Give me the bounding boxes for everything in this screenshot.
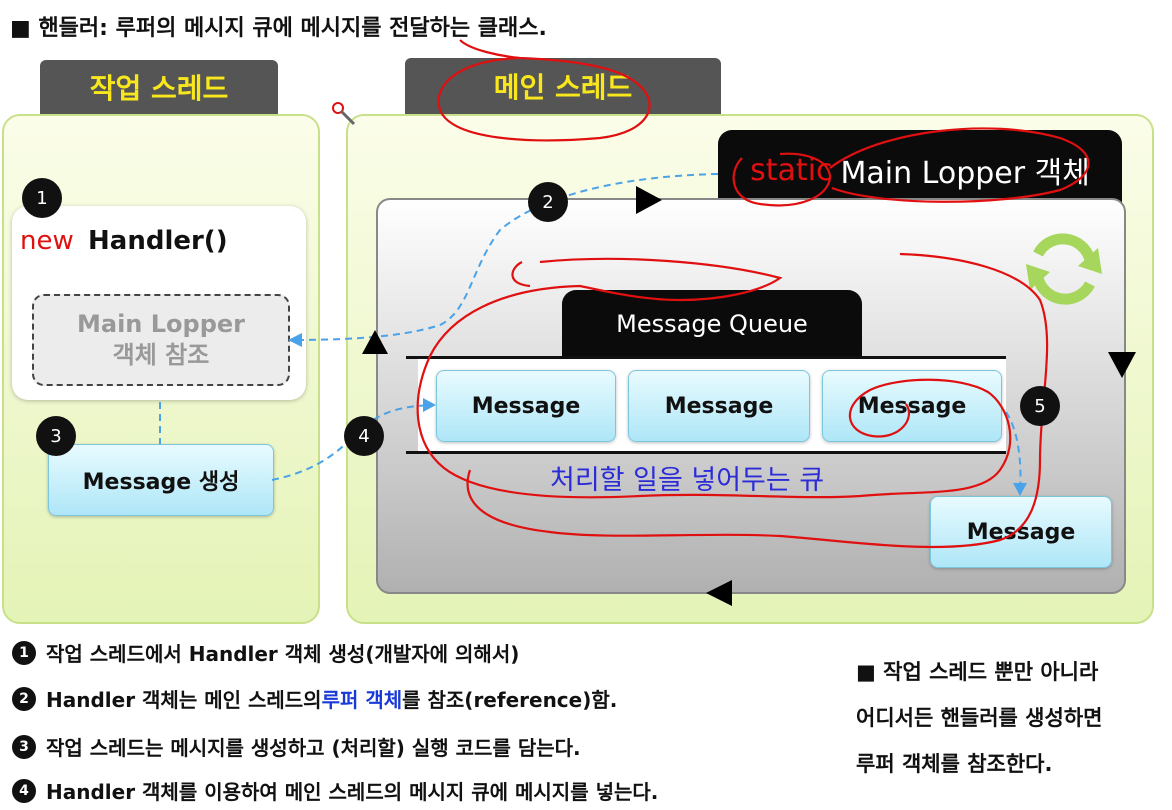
message-queue-header: Message Queue [562, 290, 862, 358]
step-3-badge: 3 [36, 416, 76, 456]
step-4-badge: 4 [344, 416, 384, 456]
note-4-badge: 4 [12, 778, 36, 803]
handler-name: Handler() [88, 226, 228, 256]
looper-reference-line1: Main Lopper [77, 309, 245, 338]
main-looper-header: static Main Lopper 객체 [718, 130, 1122, 210]
note-3-badge: 3 [12, 734, 36, 759]
enqueue-arrowhead [423, 398, 436, 412]
red-pen-annotations [416, 39, 1090, 549]
note-3: 3 작업 스레드는 메시지를 생성하고 (처리할) 실행 코드를 담는다. [12, 732, 581, 761]
cursor-icon [332, 102, 356, 126]
loop-icon [1026, 233, 1102, 305]
note-2-highlight: 루퍼 객체 [321, 688, 403, 712]
looper-reference-line2: 객체 참조 [112, 341, 210, 369]
loop-arrow-left [706, 580, 732, 606]
enqueue-connector [271, 404, 435, 481]
note-3-text: 작업 스레드는 메시지를 생성하고 (처리할) 실행 코드를 담는다. [46, 736, 581, 760]
static-keyword: static [750, 152, 833, 188]
main-looper-label: Main Lopper 객체 [840, 156, 1090, 191]
note-4-text: Handler 객체를 이용하여 메인 스레드의 메시지 큐에 메시지를 넣는다… [46, 780, 659, 804]
reference-arrowhead [288, 333, 302, 347]
step-2-badge: 2 [528, 182, 568, 222]
loop-arrow-down [1108, 352, 1136, 378]
side-note-line-2: 어디서든 핸들러를 생성하면 [856, 706, 1103, 730]
note-1-badge: 1 [12, 640, 36, 665]
new-keyword: new [20, 226, 74, 256]
note-4: 4 Handler 객체를 이용하여 메인 스레드의 메시지 큐에 메시지를 넣… [12, 776, 658, 805]
queue-top-rail [406, 356, 1006, 359]
queue-caption: 처리할 일을 넣어두는 큐 [550, 465, 825, 496]
loop-arrow-up [362, 330, 388, 354]
step-1-badge: 1 [22, 178, 62, 218]
queue-message-2: Message [628, 370, 810, 442]
note-2-text-before: Handler 객체는 메인 스레드의 [46, 688, 322, 712]
page-title: ■ 핸들러: 루퍼의 메시지 큐에 메시지를 전달하는 클래스. [10, 16, 547, 41]
main-thread-tab: 메인 스레드 [405, 58, 721, 114]
worker-thread-tab: 작업 스레드 [40, 60, 278, 114]
message-create-box: Message 생성 [48, 444, 274, 516]
queue-bottom-rail [406, 451, 1006, 454]
note-2-text-after: 를 참조(reference)함. [402, 688, 618, 712]
step-5-badge: 5 [1020, 386, 1060, 426]
queue-message-1: Message [436, 370, 616, 442]
note-2: 2 Handler 객체는 메인 스레드의 루퍼 객체 를 참조(referen… [12, 684, 617, 713]
note-1-text: 작업 스레드에서 Handler 객체 생성(개발자에 의해서) [46, 642, 520, 666]
note-1: 1 작업 스레드에서 Handler 객체 생성(개발자에 의해서) [12, 638, 519, 667]
side-note-line-1: ■ 작업 스레드 뿐만 아니라 [856, 660, 1099, 684]
loop-arrow-right [636, 186, 662, 214]
dispatched-message: Message [930, 496, 1112, 568]
looper-reference-box: Main Lopper 객체 참조 [32, 294, 290, 386]
dispatch-arrowhead [1013, 483, 1027, 496]
side-note-line-3: 루퍼 객체를 참조한다. [856, 752, 1053, 776]
note-2-badge: 2 [12, 686, 36, 711]
